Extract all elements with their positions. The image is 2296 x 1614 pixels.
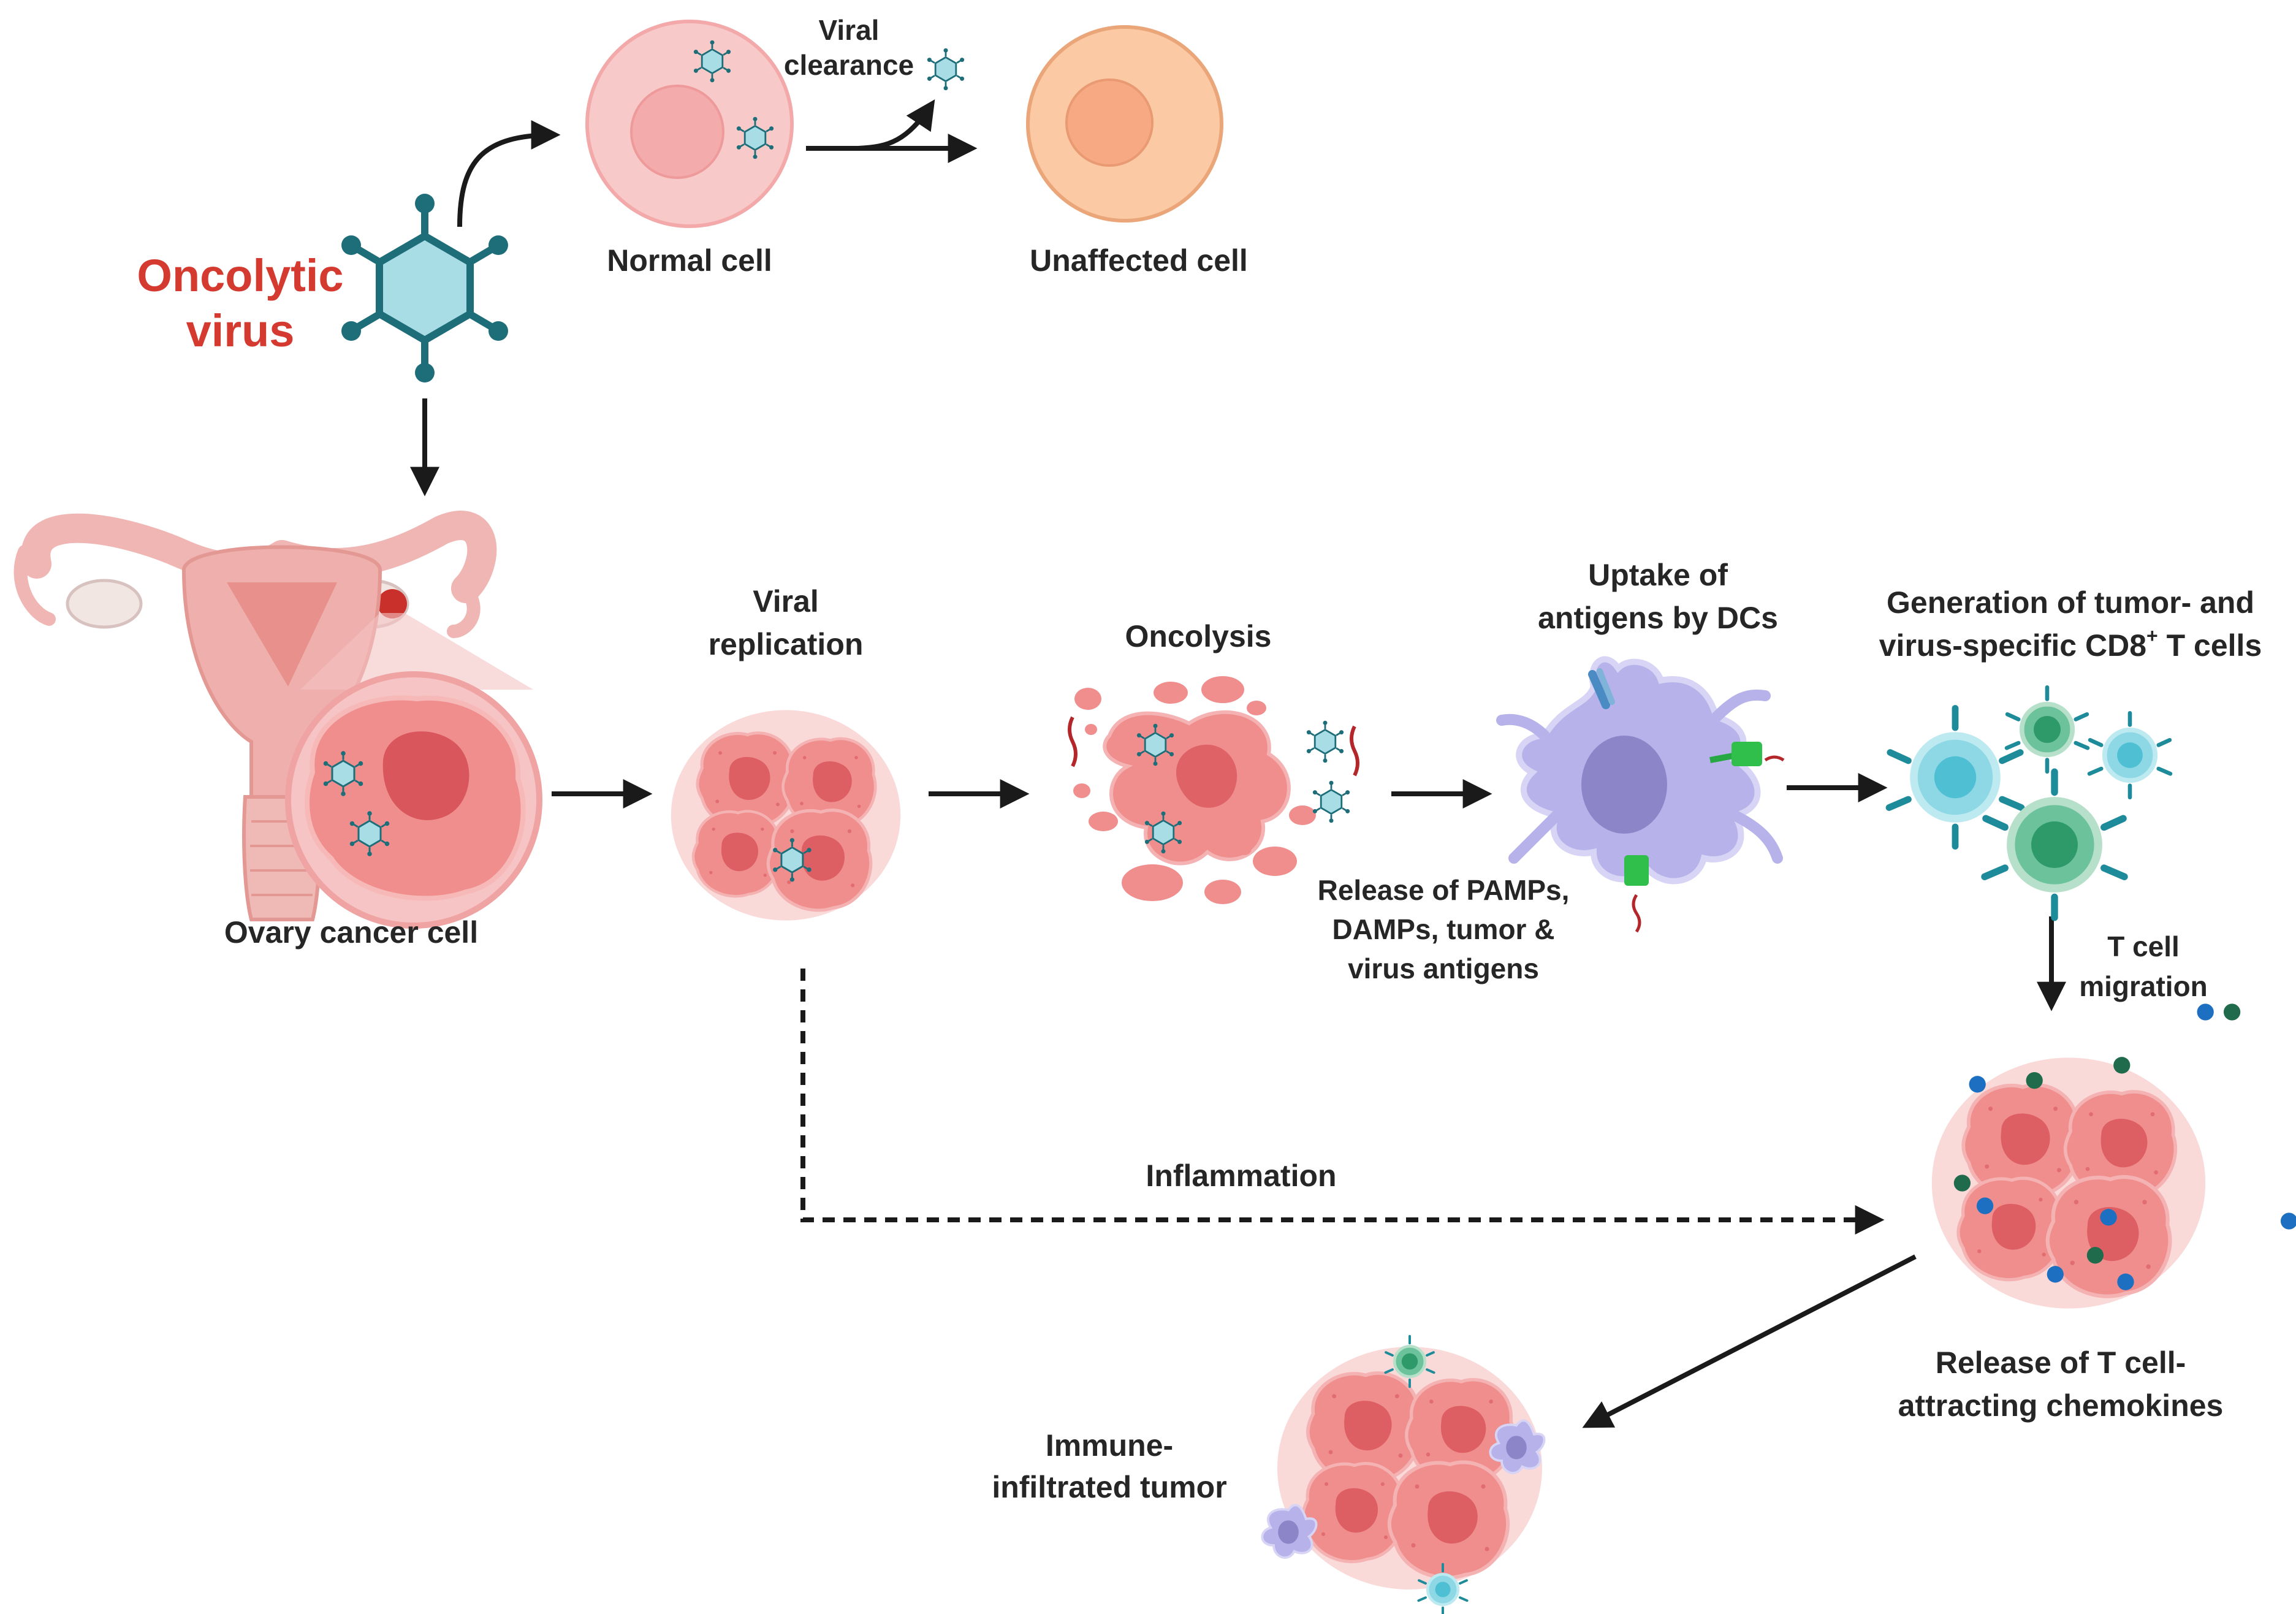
viral-replication-label-line1: Viral (753, 584, 819, 619)
oncolysis-fragments-icon (1068, 676, 1359, 904)
viral-replication-tumor-icon (671, 710, 900, 920)
immune-infiltrated-label-line2: infiltrated tumor (992, 1470, 1226, 1504)
ovary-cancer-cell-icon (285, 671, 542, 929)
ovary-uterus-icon (13, 511, 533, 921)
t-cell-migration-label-line2: migration (2079, 970, 2208, 1002)
uptake-label-line1: Uptake of (1588, 558, 1728, 592)
generation-label-line1: Generation of tumor- and (1887, 585, 2254, 620)
unaffected-cell-label: Unaffected cell (1030, 243, 1248, 278)
arrows (410, 99, 2066, 1428)
immune-infiltrated-label-line1: Immune- (1046, 1428, 1173, 1463)
dendritic-cell-icon (1496, 656, 1785, 933)
inflammation-label: Inflammation (1146, 1159, 1336, 1193)
oncolytic-virus-label-line1: Oncolytic (137, 250, 343, 301)
generation-label-prefix: virus-specific CD8 (1879, 628, 2146, 663)
viral-clearance-label-line2: clearance (784, 49, 914, 81)
uptake-label-line2: antigens by DCs (1538, 601, 1778, 635)
release-chemokines-label-line2: attracting chemokines (1898, 1388, 2224, 1423)
arrow-viral-clearance (857, 99, 935, 151)
unaffected-cell-icon (1026, 25, 1223, 223)
arrow-chemokines-to-immune (1582, 1254, 1917, 1428)
oncolysis-label: Oncolysis (1125, 619, 1272, 653)
cleared-virus-icon (926, 47, 965, 91)
generation-label-sup: + (2146, 625, 2158, 647)
immune-infiltrated-tumor-icon (1261, 1336, 1546, 1614)
release-pamps-label-line3: virus antigens (1348, 953, 1539, 984)
release-chemokines-label-line1: Release of T cell- (1936, 1346, 2186, 1380)
viral-replication-label-line2: replication (709, 627, 864, 661)
ovary-cancer-cell-label: Ovary cancer cell (224, 915, 478, 950)
generation-label-line2: virus-specific CD8+ T cells (1879, 625, 2262, 663)
generation-label-suffix: T cells (2158, 628, 2262, 663)
release-pamps-label-line2: DAMPs, tumor & (1332, 913, 1555, 945)
normal-cell-icon (585, 20, 794, 228)
normal-cell-label: Normal cell (607, 243, 772, 278)
arrow-virus-to-normal (457, 120, 561, 227)
release-pamps-label-line1: Release of PAMPs, (1318, 874, 1570, 906)
oncolytic-virus-icon (341, 194, 508, 383)
oncolytic-virus-label-line2: virus (186, 305, 295, 356)
t-cell-migration-label-line1: T cell (2107, 931, 2180, 962)
arrow-inflammation-dashed (800, 969, 1885, 1235)
cd8-t-cells-icon (1889, 687, 2170, 918)
viral-clearance-label-line1: Viral (819, 14, 880, 46)
chemokine-tumor-icon (1932, 1003, 2296, 1308)
